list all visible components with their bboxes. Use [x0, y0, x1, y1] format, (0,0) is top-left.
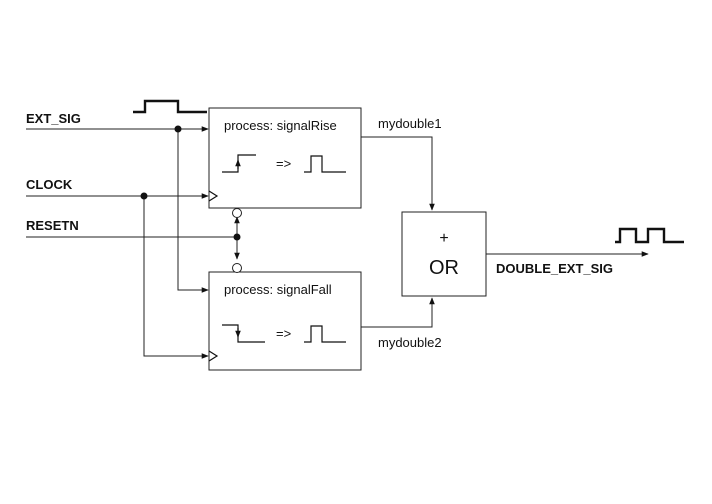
fall-transform-arrow: =>: [276, 326, 291, 341]
fall-clock-input-triangle: [208, 350, 219, 362]
or-gate-label: OR: [429, 257, 459, 279]
clock-label: CLOCK: [26, 177, 73, 192]
process-signalfall-title: process: signalFall: [224, 282, 332, 297]
mydouble2-wire: [361, 297, 435, 328]
mydouble1-wire: [361, 136, 435, 211]
input-pulse-waveform: [133, 99, 207, 114]
output-double-pulse-waveform: [615, 227, 684, 244]
process-signalrise-title: process: signalRise: [224, 118, 337, 133]
mydouble1-label: mydouble1: [378, 116, 442, 131]
resetn-junction-dot: [233, 233, 241, 241]
ext-sig-junction-dot: [174, 125, 182, 133]
clock-junction-dot: [140, 192, 148, 200]
mydouble2-label: mydouble2: [378, 335, 442, 350]
ext-sig-label: EXT_SIG: [26, 111, 81, 126]
process-signalfall-box: [208, 271, 362, 371]
process-signalrise-box: [208, 107, 362, 209]
resetn-label: RESETN: [26, 218, 79, 233]
fall-reset-bubble: [232, 263, 242, 273]
double-ext-sig-label: DOUBLE_EXT_SIG: [496, 261, 613, 276]
or-gate-plus: +: [439, 230, 448, 247]
rise-reset-bubble: [232, 208, 242, 218]
rise-transform-arrow: =>: [276, 156, 291, 171]
fall-output-pulse-symbol: [304, 325, 346, 343]
rise-output-pulse-symbol: [304, 155, 346, 173]
clock-to-fall-wire: [143, 196, 209, 359]
rise-clock-input-triangle: [208, 190, 219, 202]
or-gate-box: [401, 211, 487, 297]
ext-sig-to-fall-wire: [177, 129, 209, 293]
